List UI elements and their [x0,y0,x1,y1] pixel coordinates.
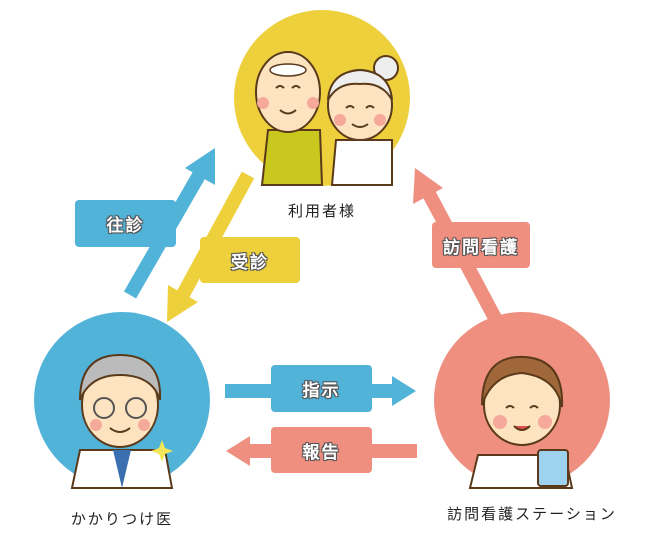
patients-illustration [234,10,410,186]
consultation-label: 受診 [200,237,300,283]
patients-node-label: 利用者様 [287,202,357,220]
home-nursing-label: 訪問看護 [432,222,530,268]
nurse-illustration [434,312,610,489]
instruction-label: 指示 [271,365,372,412]
doctor-illustration [34,312,210,489]
doctor-node-label: かかりつけ医 [70,510,174,528]
report-label: 報告 [271,427,372,473]
station-node-label: 訪問看護ステーション [447,505,617,523]
house-call-label: 往診 [75,200,176,247]
